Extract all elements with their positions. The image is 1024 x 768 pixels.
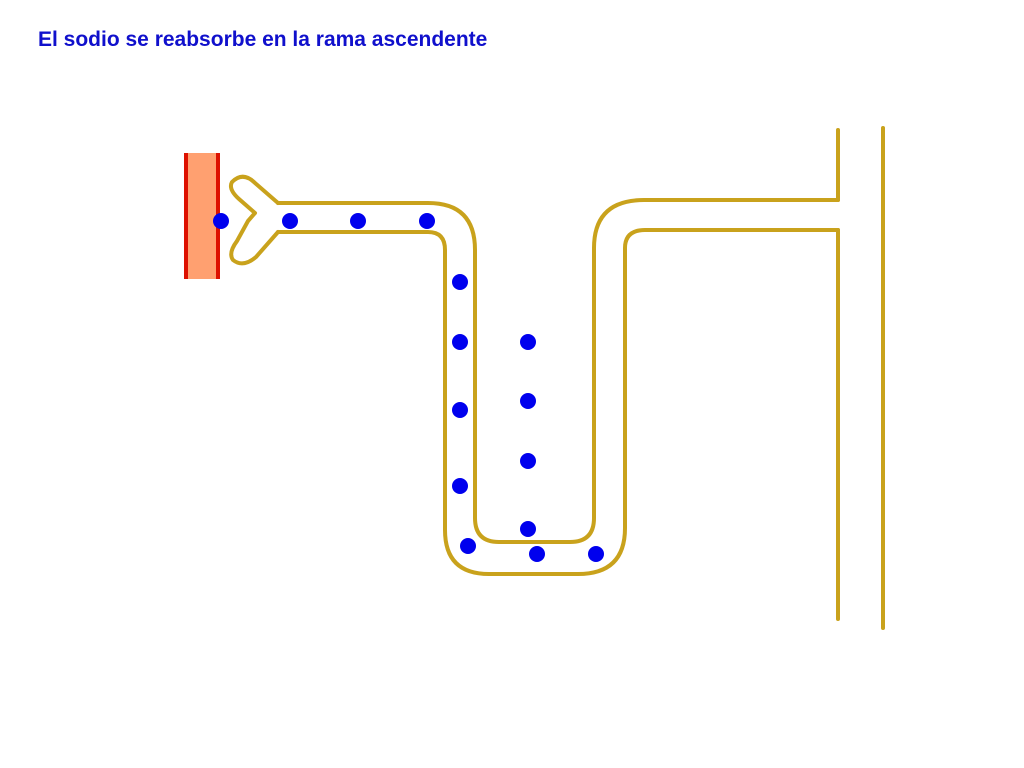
descending-limb-inner-wall bbox=[276, 230, 580, 576]
sodium-particle bbox=[520, 521, 536, 537]
blood-vessel bbox=[184, 153, 220, 279]
slide-title: El sodio se reabsorbe en la rama ascende… bbox=[38, 28, 488, 51]
sodium-particle bbox=[350, 213, 366, 229]
nephron-tubule bbox=[228, 126, 885, 630]
bowman-capsule-wall bbox=[228, 174, 280, 266]
sodium-particle bbox=[588, 546, 604, 562]
sodium-particle bbox=[520, 393, 536, 409]
ascending-limb-outer-wall bbox=[576, 228, 840, 576]
sodium-particle bbox=[529, 546, 545, 562]
sodium-particle bbox=[213, 213, 229, 229]
sodium-particle bbox=[419, 213, 435, 229]
sodium-particle bbox=[520, 453, 536, 469]
sodium-particle bbox=[452, 274, 468, 290]
sodium-particle bbox=[520, 334, 536, 350]
sodium-particle bbox=[452, 334, 468, 350]
sodium-particle bbox=[282, 213, 298, 229]
sodium-particles bbox=[213, 213, 604, 562]
sodium-particle bbox=[452, 478, 468, 494]
blood-vessel-lumen bbox=[186, 153, 218, 279]
sodium-particle bbox=[460, 538, 476, 554]
descending-limb-outer-wall bbox=[276, 198, 840, 544]
sodium-particle bbox=[452, 402, 468, 418]
